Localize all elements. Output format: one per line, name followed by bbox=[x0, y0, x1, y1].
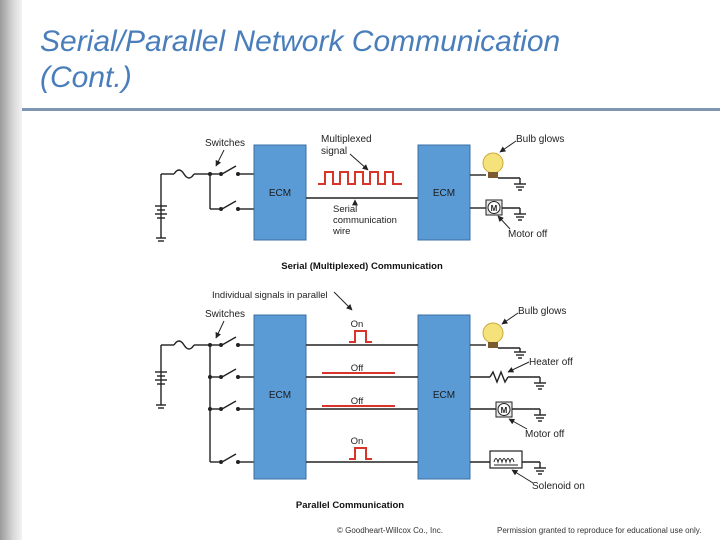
multiplexed-signal-waveform bbox=[318, 171, 402, 185]
parallel-motor-symbol: M bbox=[501, 406, 508, 415]
parallel-caption: Parallel Communication bbox=[296, 500, 404, 511]
serial-bulb-glows-label: Bulb glows bbox=[516, 134, 564, 145]
solenoid-on-label: Solenoid on bbox=[532, 481, 585, 492]
switch-1 bbox=[221, 165, 237, 175]
serial-ecm-right bbox=[417, 144, 471, 241]
parallel-ecm-right-label: ECM bbox=[433, 390, 455, 401]
parallel-ecm-right bbox=[417, 314, 471, 480]
serial-wire-label-3: wire bbox=[332, 226, 350, 237]
switch-2 bbox=[221, 200, 237, 210]
battery-symbol bbox=[155, 174, 167, 242]
solenoid-icon bbox=[489, 450, 523, 469]
signal-4-label: On bbox=[351, 436, 364, 447]
fuse-symbol bbox=[173, 169, 195, 179]
parallel-motor-off-label: Motor off bbox=[525, 429, 564, 440]
footer-copyright: © Goodheart-Willcox Co., Inc. bbox=[337, 526, 443, 535]
parallel-ecm-left bbox=[253, 314, 307, 480]
parallel-switches-label: Switches bbox=[205, 309, 245, 320]
serial-switches-label: Switches bbox=[205, 138, 245, 149]
serial-caption: Serial (Multiplexed) Communication bbox=[281, 261, 443, 272]
heater-resistor-icon bbox=[489, 370, 509, 384]
slide-title: Serial/Parallel Network Communication (C… bbox=[40, 24, 680, 96]
header-divider bbox=[22, 108, 720, 111]
parallel-motor-icon: M bbox=[495, 401, 513, 418]
slide-header bbox=[22, 0, 720, 108]
signal-2-label: Off bbox=[351, 363, 364, 374]
footer-permission: Permission granted to reproduce for educ… bbox=[497, 526, 702, 535]
slide-title-line-2: (Cont.) bbox=[40, 61, 132, 94]
serial-diagram: Switches ECM ECM Multiplexed signal Seri… bbox=[155, 134, 564, 272]
serial-motor-symbol: M bbox=[491, 204, 498, 213]
parallel-bulb-glows-label: Bulb glows bbox=[518, 306, 566, 317]
signal-1-label: On bbox=[351, 319, 364, 330]
multiplexed-signal-label-2: signal bbox=[321, 146, 347, 157]
serial-ecm-left bbox=[253, 144, 307, 241]
individual-signals-label: Individual signals in parallel bbox=[212, 290, 328, 301]
signal-3-label: Off bbox=[351, 396, 364, 407]
serial-wire-label-1: Serial bbox=[333, 204, 357, 215]
serial-wire-label-2: communication bbox=[333, 215, 397, 226]
left-gradient-bar bbox=[0, 0, 22, 540]
slide-title-line-1: Serial/Parallel Network Communication bbox=[40, 25, 561, 58]
signal-1-pulse bbox=[349, 330, 372, 343]
bulb-icon bbox=[482, 152, 504, 178]
serial-ecm-left-label: ECM bbox=[269, 188, 291, 199]
parallel-fuse-symbol bbox=[173, 340, 195, 350]
serial-ecm-right-label: ECM bbox=[433, 188, 455, 199]
parallel-battery-symbol bbox=[155, 345, 167, 409]
motor-icon: M bbox=[485, 199, 503, 216]
parallel-diagram: Individual signals in parallel Switches bbox=[155, 290, 585, 511]
parallel-ecm-left-label: ECM bbox=[269, 390, 291, 401]
serial-motor-off-label: Motor off bbox=[508, 229, 547, 240]
parallel-bulb-icon bbox=[482, 322, 504, 348]
heater-off-label: Heater off bbox=[529, 357, 573, 368]
signal-4-pulse bbox=[349, 447, 372, 460]
multiplexed-signal-label-1: Multiplexed bbox=[321, 134, 372, 145]
